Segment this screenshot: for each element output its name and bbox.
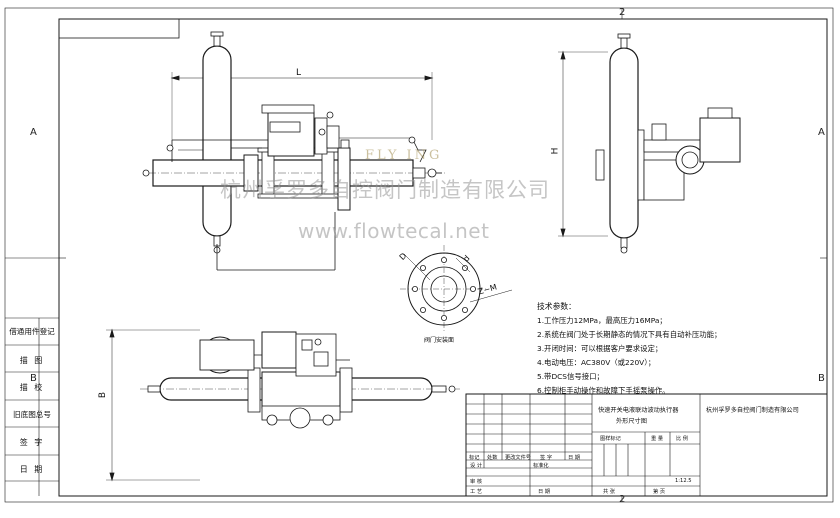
front-view bbox=[142, 31, 445, 271]
tb-scale: 比 例 bbox=[676, 436, 689, 442]
tb-standardize: 标准化 bbox=[533, 463, 549, 469]
tb-sign: 签 字 bbox=[540, 455, 553, 461]
tb-sheets-total: 共 张 bbox=[603, 489, 616, 495]
side-label-trace: 描 图 bbox=[19, 356, 45, 365]
tb-review: 审 核 bbox=[470, 479, 483, 485]
tech-params-title: 技术参数： bbox=[537, 302, 576, 311]
watermark-url: www.flowtecal.net bbox=[298, 219, 490, 243]
side-label-old-drawing-no: 旧底图总号 bbox=[13, 410, 51, 419]
side-label-trace-check: 描 校 bbox=[19, 383, 45, 392]
tb-qty: 处数 bbox=[487, 455, 498, 461]
dim-width-label: B bbox=[98, 391, 109, 399]
flange-view bbox=[400, 245, 513, 333]
tech-param-item: 4.电动电压：AC380V（或220V）； bbox=[537, 358, 656, 367]
dim-height-label: H bbox=[550, 147, 561, 155]
company-name: 杭州孚罗多自控阀门制造有限公司 bbox=[706, 407, 799, 414]
drawing-title-line1: 快速开关电液联动波动执行器 bbox=[598, 407, 679, 414]
tb-process-date: 日 期 bbox=[538, 489, 551, 495]
tb-date: 日 期 bbox=[568, 455, 581, 461]
side-label-borrow-register: 借通用件登记 bbox=[9, 327, 55, 336]
sheet-border bbox=[4, 7, 834, 503]
zone-left-a: A bbox=[30, 127, 37, 138]
tech-param-item: 2.系统在阀门处于长期静态的情况下具有自动补压功能； bbox=[537, 330, 722, 339]
side-view bbox=[558, 33, 741, 254]
zone-bottom-2: 2 bbox=[619, 494, 626, 505]
zone-top-2: 2 bbox=[619, 7, 626, 18]
plan-view bbox=[106, 328, 462, 482]
watermark-company: 杭州孚罗多自控阀门制造有限公司 bbox=[220, 178, 550, 202]
tb-mark: 标记 bbox=[469, 455, 480, 461]
zone-left-b: B bbox=[30, 373, 37, 384]
side-label-signature: 签 字 bbox=[19, 438, 45, 447]
tb-sheet-no: 第 页 bbox=[653, 489, 666, 495]
tech-param-item: 3.开闭时间：可以根据客户要求设定； bbox=[537, 344, 663, 353]
tb-design: 设 计 bbox=[470, 463, 483, 469]
title-block bbox=[465, 393, 828, 497]
watermark-logo: FLY ING bbox=[365, 148, 443, 163]
tb-stage-mark: 图样标记 bbox=[600, 436, 621, 442]
tech-param-item: 1.工作压力12MPa，最高压力16MPa； bbox=[537, 316, 667, 325]
tb-weight: 重 量 bbox=[651, 436, 664, 442]
side-label-date: 日 期 bbox=[19, 465, 45, 474]
zone-right-a: A bbox=[818, 127, 825, 138]
tb-change-doc: 更改文件号 bbox=[505, 455, 531, 461]
tb-scale-value: 1:12.5 bbox=[675, 478, 692, 484]
tech-param-item: 5.带DCS信号接口； bbox=[537, 372, 604, 381]
zone-right-b: B bbox=[818, 373, 825, 384]
tech-param-item: 6.控制柜手动操作和故障下手摇泵操作。 bbox=[537, 386, 670, 395]
drawing-title-line2: 外形尺寸图 bbox=[616, 418, 647, 425]
side-record-table bbox=[5, 317, 59, 496]
tb-process: 工 艺 bbox=[470, 489, 483, 495]
flange-caption: 阀门安装面 bbox=[424, 337, 455, 344]
dim-length-label: L bbox=[296, 68, 302, 78]
